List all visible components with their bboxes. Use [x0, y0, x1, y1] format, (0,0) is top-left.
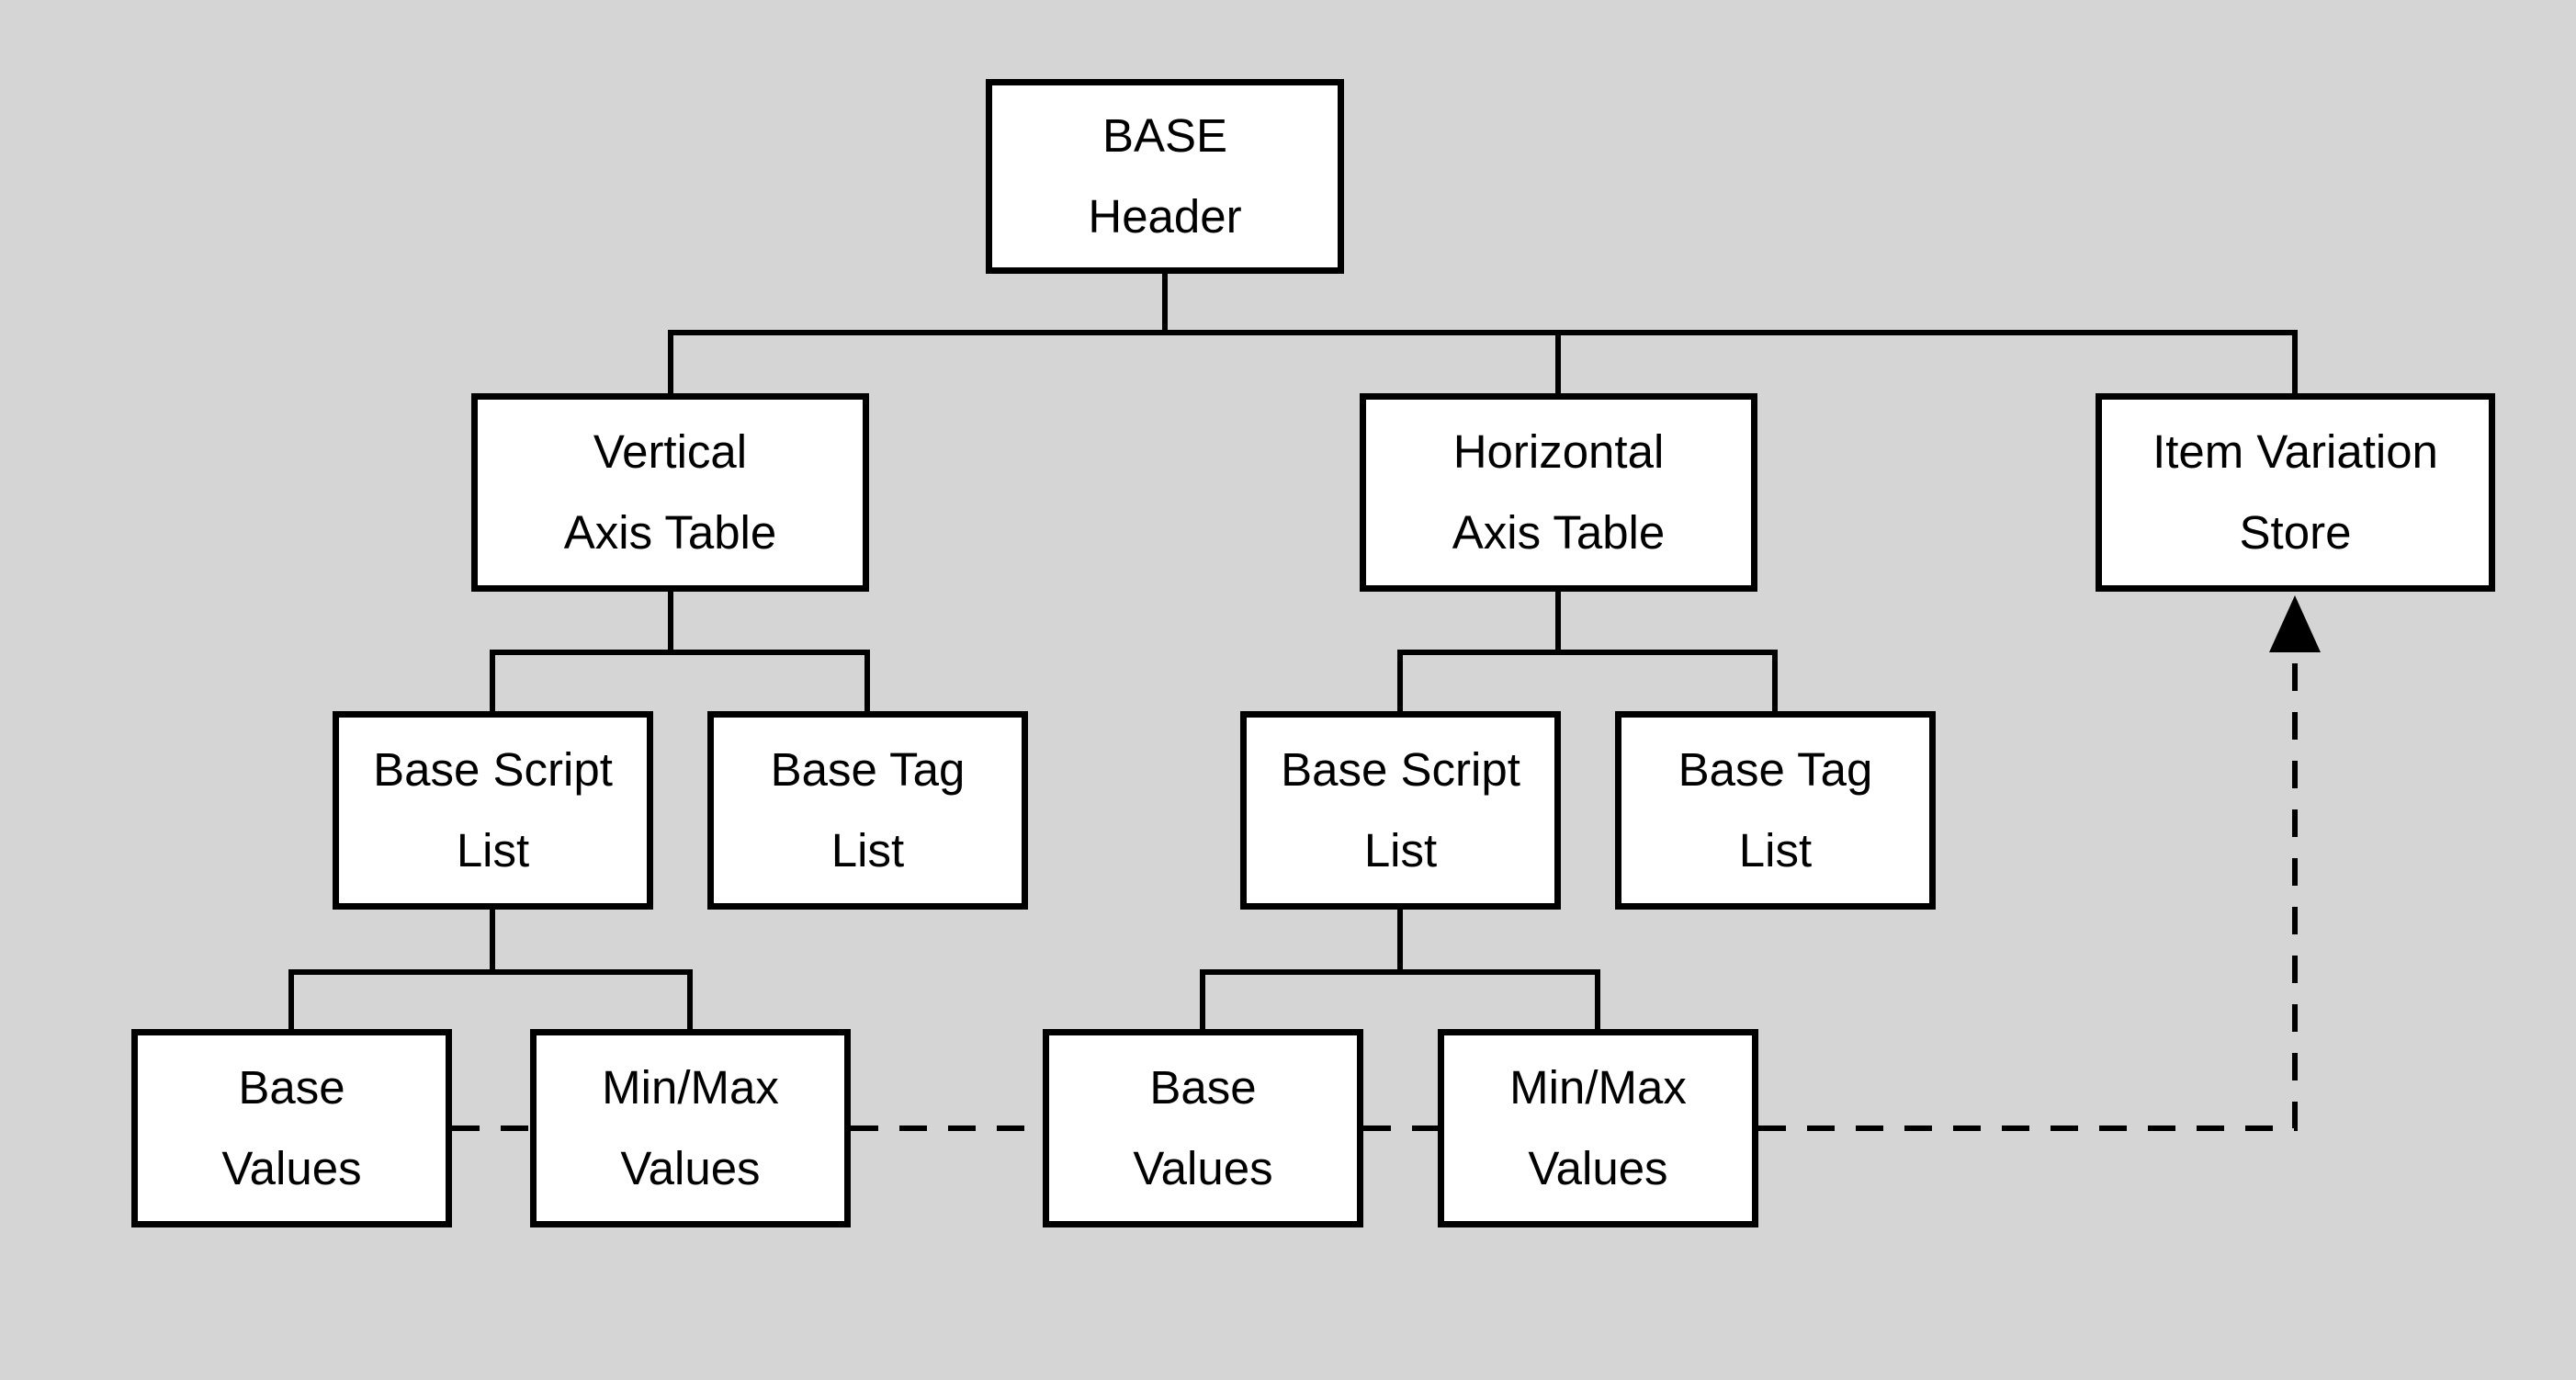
tree-branch-h-base-script-list: [1200, 910, 1600, 1029]
node-horizontal-base-script-list: Base Script List: [1240, 711, 1561, 910]
tree-branch-base-header: [668, 274, 2298, 393]
node-horizontal-minmax-values: Min/Max Values: [1438, 1029, 1758, 1227]
tree-branch-v-base-script-list: [288, 910, 693, 1029]
tree-branch-vertical-axis-table: [490, 592, 870, 711]
tree-branch-horizontal-axis-table: [1397, 592, 1778, 711]
dashed-arrow-to-item-variation-store: [1758, 650, 2298, 1131]
node-horizontal-base-values: Base Values: [1043, 1029, 1363, 1227]
node-base-header: BASE Header: [986, 79, 1344, 274]
node-vertical-axis-table: Vertical Axis Table: [471, 393, 869, 592]
node-item-variation-store: Item Variation Store: [2096, 393, 2495, 592]
node-vertical-base-values: Base Values: [131, 1029, 452, 1227]
node-horizontal-axis-table: Horizontal Axis Table: [1360, 393, 1757, 592]
node-vertical-base-script-list: Base Script List: [333, 711, 653, 910]
arrowhead-up-icon: [2269, 595, 2321, 652]
node-horizontal-base-tag-list: Base Tag List: [1615, 711, 1936, 910]
node-vertical-minmax-values: Min/Max Values: [530, 1029, 851, 1227]
node-vertical-base-tag-list: Base Tag List: [707, 711, 1028, 910]
